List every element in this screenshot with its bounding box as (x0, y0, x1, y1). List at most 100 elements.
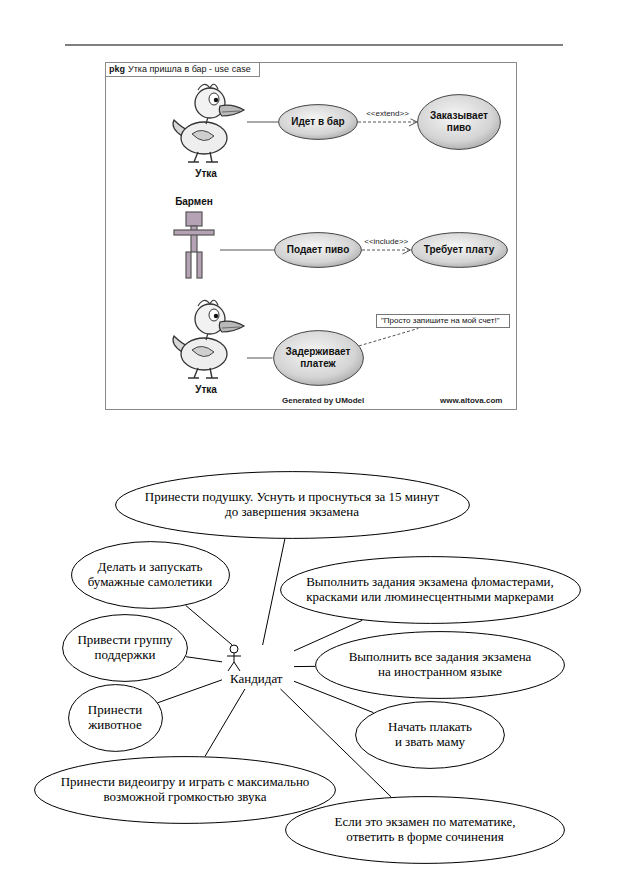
ellipse-shape (35, 757, 336, 824)
use-case-ellipse: Принести подушку. Уснуть и проснуться за… (115, 471, 470, 539)
use-case-text: Выполнить задания экзамена фломастерами,… (300, 575, 560, 605)
stick-figure (234, 653, 235, 662)
note-box: "Просто запишите на мой счет!" (376, 314, 510, 328)
bartender-figure (197, 252, 202, 278)
ellipse-shape (286, 797, 565, 864)
use-case-text: Делать и запускать бумажные самолетики (88, 560, 213, 590)
duck-figure (214, 98, 218, 102)
use-case-ellipse: Задерживает платеж (273, 330, 364, 386)
use-case-text: Выполнить все задания экзамена на иностр… (343, 650, 538, 680)
duck-figure (173, 300, 244, 378)
bartender-figure (174, 212, 214, 278)
duck-figure (198, 84, 218, 90)
duck-figure (222, 327, 240, 328)
duck-figure (198, 300, 218, 306)
duck-figure (209, 93, 219, 105)
duck-figure (181, 338, 227, 370)
actor: Утка (165, 292, 247, 396)
actor-name: Утка (165, 384, 247, 396)
duck-figure (173, 84, 244, 162)
use-case-text: Принести животное (84, 703, 146, 733)
ellipse-shape (115, 472, 469, 539)
use-case-text: Задерживает платеж (285, 346, 351, 370)
footer-text: www.altova.com (440, 396, 502, 406)
stereotype-label: <<include>> (362, 238, 410, 247)
bartender-figure (174, 230, 214, 235)
actor-name: Кандидат (230, 672, 283, 687)
dependency-line (362, 250, 411, 251)
use-case-text: Подает пиво (287, 244, 350, 256)
use-case-text: Начать плакать и звать маму (385, 720, 475, 750)
stick-figure (230, 645, 238, 653)
association-line (247, 358, 273, 359)
association-line (158, 680, 222, 703)
use-case-text: Принести подушку. Уснуть и проснуться за… (137, 490, 447, 520)
duck-figure (188, 152, 218, 162)
association-line (186, 605, 233, 645)
actor: Утка (165, 76, 247, 180)
package-tab: pkgУтка пришла в бар - use case (106, 63, 260, 77)
ellipse-shape (418, 95, 501, 150)
association-line (186, 657, 222, 662)
ellipse-shape (71, 542, 229, 609)
ellipse-shape (316, 632, 565, 699)
duck-figure (192, 346, 214, 356)
header-rule (65, 44, 563, 45)
actor: Бармен (168, 196, 220, 280)
duck-figure (209, 309, 219, 321)
note-text: "Просто запишите на мой счет!" (381, 316, 500, 325)
association-line (220, 250, 274, 251)
association-line (247, 122, 278, 123)
actor-name: Утка (165, 168, 247, 180)
use-case-text: Привести группу поддержки (75, 633, 175, 663)
ellipse-shape (411, 233, 507, 268)
ellipse-shape (280, 557, 580, 624)
use-case-text: Принести видеоигру и играть с максимальн… (55, 775, 315, 805)
duck-figure (181, 122, 227, 154)
use-case-ellipse: Подает пиво (274, 232, 362, 268)
use-case-ellipse: Требует плату (411, 232, 508, 268)
actor-name: Бармен (168, 196, 220, 208)
ellipse-shape (63, 615, 188, 682)
duck-figure (219, 321, 244, 332)
use-case-text: Заказывает пиво (426, 110, 492, 134)
duck-figure (214, 314, 218, 318)
use-case-ellipse: Принести видеоигру и играть с максимальн… (34, 756, 336, 824)
stick-figure (228, 662, 234, 671)
package-keyword: pkg (109, 64, 125, 74)
use-case-ellipse: Выполнить все задания экзамена на иностр… (315, 631, 565, 699)
use-case-text: Требует плату (424, 244, 495, 256)
dependency-line (359, 328, 418, 346)
use-case-ellipse: Делать и запускать бумажные самолетики (71, 541, 230, 609)
ellipse-shape (68, 685, 162, 752)
duck-figure (219, 105, 244, 116)
duck-figure (192, 130, 214, 140)
stick-figure (227, 645, 241, 671)
dependency-line (358, 122, 417, 123)
use-case-text: Если это экзамен по математике, ответить… (325, 815, 525, 845)
bartender-figure (186, 252, 191, 278)
bartender-figure (186, 212, 202, 226)
package-frame: pkgУтка пришла в бар - use caseУтка Идет … (105, 62, 517, 410)
actor: Кандидат (222, 645, 294, 689)
ellipse-shape (279, 105, 358, 140)
use-case-text: Идет в бар (291, 116, 344, 128)
duck-figure (188, 368, 218, 378)
stick-figure (234, 662, 240, 671)
use-case-ellipse: Привести группу поддержки (62, 614, 188, 682)
footer-text: Generated by UModel (282, 396, 364, 406)
use-case-ellipse: Выполнить задания экзамена фломастерами,… (280, 556, 581, 624)
use-case-ellipse: Если это экзамен по математике, ответить… (285, 796, 565, 864)
duck-figure (222, 111, 240, 112)
ellipse-shape (356, 702, 505, 769)
ellipse-shape (275, 233, 362, 268)
use-case-ellipse: Начать плакать и звать маму (355, 701, 505, 769)
stick-figure (227, 656, 241, 657)
use-case-ellipse: Принести животное (68, 684, 163, 752)
use-case-ellipse: Идет в бар (278, 104, 358, 140)
stereotype-label: <<extend>> (364, 110, 411, 119)
association-line (294, 666, 315, 667)
package-title: Утка пришла в бар - use case (128, 64, 251, 74)
use-case-ellipse: Заказывает пиво (417, 94, 501, 150)
